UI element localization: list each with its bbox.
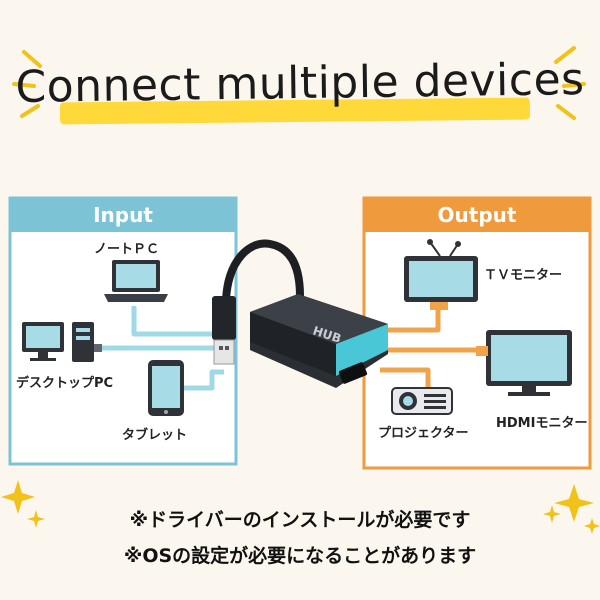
laptop-screen xyxy=(116,264,156,288)
hub-top xyxy=(250,294,388,344)
sparkle-icon xyxy=(1,480,600,534)
hdmi-monitor-screen xyxy=(491,335,567,381)
laptop-base xyxy=(104,294,168,302)
hdmi-monitor-label: HDMIモニター xyxy=(496,416,588,431)
projector-vent xyxy=(424,406,446,409)
usb-plug-hole xyxy=(225,346,229,350)
tablet-cable xyxy=(184,369,224,391)
projector-label: プロジェクター xyxy=(378,426,469,441)
laptop-cable xyxy=(131,306,224,337)
desktop-pc-icon xyxy=(22,322,102,362)
ray xyxy=(562,82,586,88)
sparkle-icon xyxy=(554,484,594,522)
hdmi-monitor-stand xyxy=(522,386,536,392)
tablet-screen xyxy=(152,366,180,408)
hdmi-monitor-connector xyxy=(476,346,488,356)
output-cables xyxy=(380,310,488,388)
usb-plug xyxy=(212,296,236,365)
desktop-monitor-base xyxy=(30,358,56,361)
projector-lens-glass xyxy=(403,396,413,406)
desktop-monitor-screen xyxy=(26,326,60,348)
title-rays-left xyxy=(12,50,42,118)
note-os-settings: ※OSの設定が必要になることがあります xyxy=(123,545,477,567)
projector-icon xyxy=(391,387,453,415)
ray xyxy=(554,46,576,64)
output-panel-header xyxy=(364,198,590,232)
projector-vent xyxy=(424,394,446,397)
hdmi-monitor-base xyxy=(508,392,550,396)
tv-screen xyxy=(409,261,473,297)
tv-label: ＴＶモニター xyxy=(484,268,563,283)
desktop-monitor-stand xyxy=(38,352,48,358)
desktop-drive xyxy=(76,336,90,340)
usb-hub xyxy=(250,294,388,388)
sparkle-icon xyxy=(1,480,35,514)
input-panel-header xyxy=(10,198,236,232)
input-cables xyxy=(102,306,224,391)
desktop-pc-label: デスクトップPC xyxy=(16,376,114,391)
projector-cable xyxy=(380,367,431,388)
output-panel-title: Output xyxy=(437,203,517,227)
ray xyxy=(22,50,42,68)
tv-cable xyxy=(380,310,441,333)
hub-side xyxy=(250,312,336,376)
projector-vent xyxy=(424,400,446,403)
usb-cable xyxy=(222,239,304,304)
tv-antenna-tip xyxy=(427,239,433,245)
tablet-label: タブレット xyxy=(122,428,188,443)
usb-plug-hole xyxy=(219,346,223,350)
usb-plug-metal xyxy=(213,339,235,365)
tv-connector xyxy=(430,302,448,310)
sparkle-icon xyxy=(543,505,561,523)
ray xyxy=(20,104,40,118)
laptop-label: ノートＰＣ xyxy=(94,242,160,257)
sparkle-icon xyxy=(27,510,45,528)
hub-hdmi-port xyxy=(338,362,368,384)
ray xyxy=(12,82,36,88)
usb-plug-body xyxy=(212,296,236,340)
desktop-drive xyxy=(76,328,90,332)
laptop-icon xyxy=(104,260,168,302)
ray xyxy=(556,104,576,120)
tv-icon xyxy=(404,239,478,310)
hub-accent-stripe xyxy=(336,324,388,376)
hdmi-monitor-icon xyxy=(476,330,572,396)
note-driver: ※ドライバーのインストールが必要です xyxy=(129,509,471,531)
input-panel-title: Input xyxy=(93,203,153,227)
tv-antenna-tip xyxy=(455,241,461,247)
title-rays-right xyxy=(554,46,586,120)
tablet-button xyxy=(164,410,168,414)
sparkle-icon xyxy=(584,518,600,534)
desktop-connector xyxy=(94,344,102,352)
tablet-icon xyxy=(148,360,184,416)
